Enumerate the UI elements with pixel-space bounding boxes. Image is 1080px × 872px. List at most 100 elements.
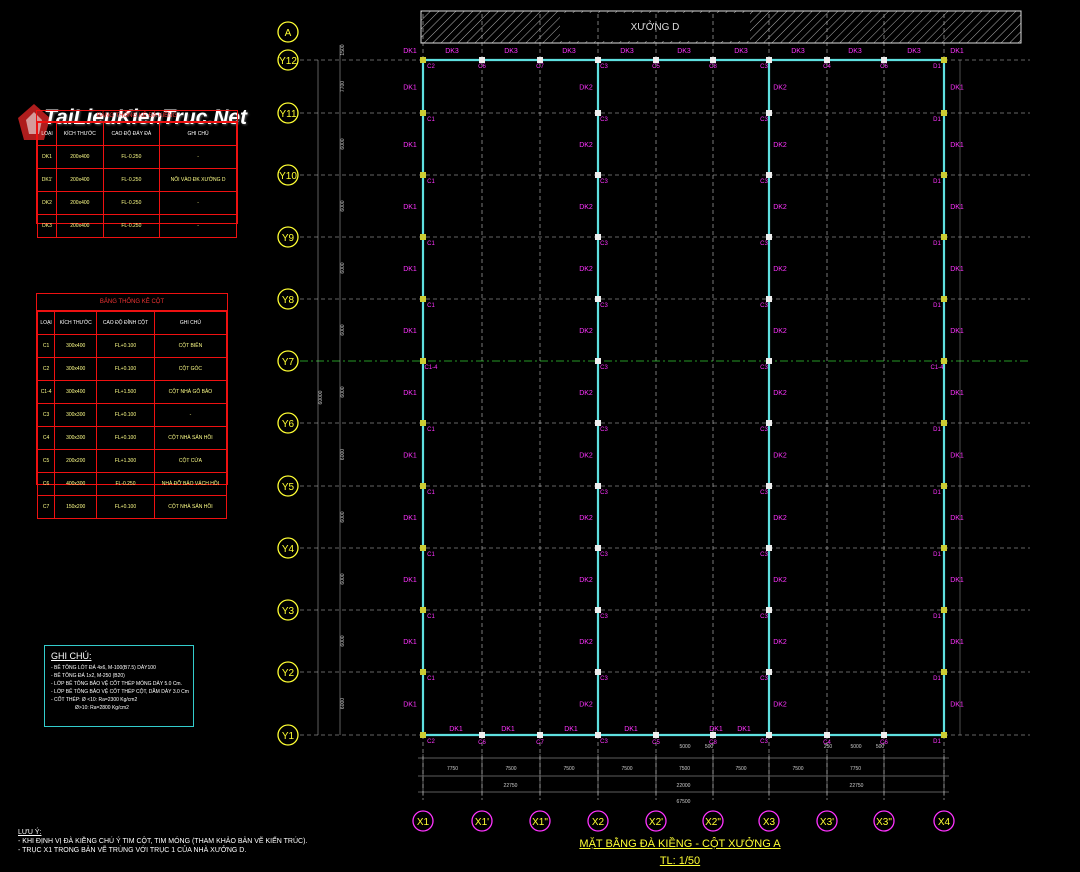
column-marker [766,420,772,426]
table-cell: DK2 [36,191,58,215]
column-label: D1 [933,552,941,558]
table-cell: DK1' [36,168,58,192]
table-row: DK3 200x400 FL-0.250 - [36,214,237,238]
beam-label-top: DK3 [562,48,576,55]
column-label: C3 [760,241,768,247]
table-cell: - [153,403,228,427]
column-label: D1 [933,303,941,309]
row-axis-circle [277,226,299,248]
beam-label-side: DK1 [950,702,964,709]
beam-table-header: CAO ĐỘ ĐÁY ĐÀ [102,122,161,146]
beam-label-bottom: DK1 [564,726,578,733]
table-cell: 300x300 [54,426,98,450]
dimension-text: 500 [876,744,885,750]
column-marker [420,296,426,302]
beam-label-bottom: DK1 [709,726,723,733]
dimension-text: 6000 [340,635,346,646]
column-marker [420,57,426,63]
dimension-text: 7500 [679,766,690,772]
column-marker [766,669,772,675]
table-cell: 200x200 [54,449,98,473]
table-cell: FL-0.250 [102,191,161,215]
row-axis-circle [277,599,299,621]
beam-label-top: DK1 [950,48,964,55]
row-axis-circle [277,288,299,310]
table-cell: 300x400 [54,334,98,358]
beam-table-header: GHI CHÚ [159,122,237,146]
dimension-text: 7500 [621,766,632,772]
table-cell: - [159,191,237,215]
column-label: C6 [880,64,888,70]
beam-label-inner: DK2 [773,142,787,149]
beam-label-inner: DK2 [773,639,787,646]
table-cell: 200x400 [56,191,104,215]
table-cell: - [159,145,237,169]
notes-title: GHI CHÚ: [51,651,92,661]
column-marker [595,296,601,302]
beam-label-inner: DK2 [579,85,593,92]
column-label: D1 [933,179,941,185]
header-label-bg [560,13,750,41]
dimension-text: 7700 [340,81,346,92]
column-table-header: CAO ĐỘ ĐỈNH CỘT [96,311,155,335]
column-table-header: LOẠI [36,311,56,335]
column-marker [824,57,830,63]
column-label: C3 [760,365,768,371]
beam-label-side: DK1 [403,702,417,709]
column-label: C3 [600,676,608,682]
column-label: D1 [933,490,941,496]
row-axis-label: Y3 [282,606,295,617]
column-label: C3 [600,365,608,371]
beam-label-side: DK1 [403,390,417,397]
beam-label-inner: DK2 [579,266,593,273]
table-cell: C4 [36,426,56,450]
beam-table-header: KÍCH THƯỚC [56,122,104,146]
column-label: C7 [536,64,544,70]
table-cell: FL-0.250 [102,168,161,192]
column-axis-circle [702,810,724,832]
column-marker [595,110,601,116]
notes-line: - BÊ TÔNG LÓT ĐÁ 4x6, M-100(B7.5) DÀY100 [51,665,156,671]
column-label: C3 [760,552,768,558]
axis-a-label: A [285,28,292,39]
table-cell: 200x400 [56,145,104,169]
column-axis-label: X2" [705,817,721,828]
beam-label-side: DK1 [950,453,964,460]
dimension-text: 7500 [505,766,516,772]
column-marker [710,732,716,738]
column-table-header: KÍCH THƯỚC [54,311,98,335]
beam-label-side: DK1 [403,639,417,646]
column-marker [595,607,601,613]
column-label: D1 [933,117,941,123]
column-marker [595,57,601,63]
beam-label-side: DK1 [950,85,964,92]
column-axis-label: X3' [820,817,834,828]
dimension-text: 7500 [563,766,574,772]
column-table-title: BẢNG THỐNG KÊ CỘT [37,294,227,311]
beam-label-inner: DK2 [579,142,593,149]
dimension-text: 6000 [340,449,346,460]
beam-label-inner: DK2 [579,328,593,335]
table-cell: - [159,214,237,238]
table-row: DK2 200x400 FL-0.250 - [36,191,237,215]
column-label: C3 [600,117,608,123]
beam-label-inner: DK2 [773,515,787,522]
column-label: C7 [536,740,544,746]
column-marker [537,732,543,738]
column-label: D1 [933,614,941,620]
notes-line: Ø>10: Ra=2800 Kg/cm2 [75,705,129,711]
beam-label-side: DK1 [950,639,964,646]
column-axis-label: X4 [938,817,951,828]
column-axis-label: X1' [475,817,489,828]
row-axis-label: Y11 [279,109,296,120]
column-marker [766,57,772,63]
column-marker [941,669,947,675]
column-label: C8 [709,64,717,70]
column-axis-circle [529,810,551,832]
row-axis-label: Y10 [279,171,297,182]
beam-label-inner: DK2 [773,702,787,709]
